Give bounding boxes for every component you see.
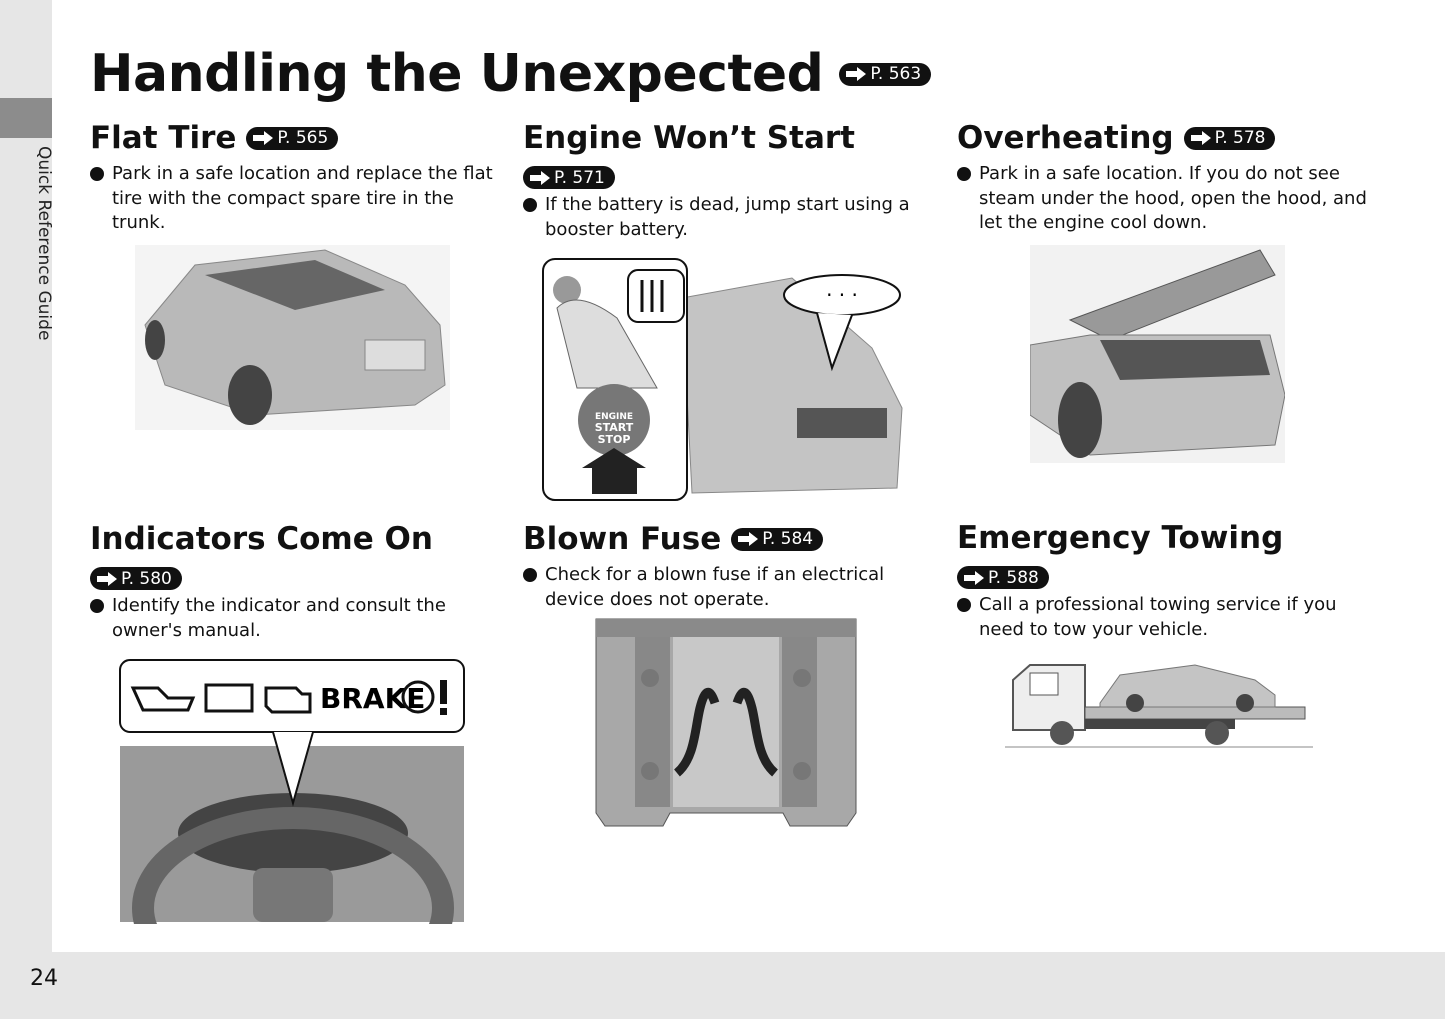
engine-start-illustration: · · · ENGINE START STOP	[542, 258, 903, 501]
section-emergency-towing: Emergency Towing P. 588 Call a professio…	[957, 518, 1367, 642]
speech-text: · · ·	[826, 283, 858, 307]
check-engine-icon	[264, 686, 312, 714]
battery-icon	[204, 683, 254, 713]
bullet-text: Call a professional towing service if yo…	[979, 594, 1337, 640]
section-heading: Emergency Towing	[957, 520, 1284, 556]
section-heading: Indicators Come On	[90, 521, 433, 557]
page-ref-link[interactable]: P. 578	[1183, 126, 1276, 150]
steering-warning-icon	[401, 680, 435, 714]
section-tab[interactable]	[0, 98, 52, 138]
section-overheating: Overheating P. 578 Park in a safe locatio…	[957, 118, 1367, 236]
page-ref-link[interactable]: P. 571	[523, 166, 615, 189]
ref-text: P. 588	[988, 567, 1039, 588]
section-heading: Engine Won’t Start	[523, 120, 855, 156]
arrow-icon	[529, 170, 551, 185]
section-heading: Overheating	[957, 120, 1174, 156]
button-label: STOP	[598, 433, 631, 446]
bullet-icon	[523, 568, 537, 582]
bullet-icon	[90, 599, 104, 613]
page-ref-link[interactable]: P. 588	[957, 566, 1049, 589]
tow-truck-illustration	[1005, 664, 1313, 748]
page-ref-link[interactable]: P. 563	[839, 62, 932, 86]
bullet-icon	[957, 598, 971, 612]
arrow-icon	[252, 131, 274, 145]
bullet-icon	[957, 167, 971, 181]
ref-text: P. 580	[121, 568, 172, 589]
arrow-icon	[1190, 131, 1212, 145]
ref-text: P. 571	[554, 167, 605, 188]
page-title: Handling the Unexpected P. 563	[90, 44, 932, 104]
oil-pressure-icon	[130, 686, 196, 712]
bullet-icon	[90, 167, 104, 181]
bullet-text: Park in a safe location. If you do not s…	[979, 163, 1367, 233]
arrow-icon	[963, 570, 985, 585]
arrow-icon	[737, 532, 759, 546]
section-indicators: Indicators Come On P. 580 Identify the i…	[90, 519, 500, 643]
ref-text: P. 578	[1214, 128, 1266, 148]
footer-bar	[0, 952, 1445, 1019]
page-ref-link[interactable]: P. 580	[90, 567, 182, 590]
section-flat-tire: Flat Tire P. 565 Park in a safe location …	[90, 118, 500, 236]
section-heading: Flat Tire	[90, 120, 237, 156]
fuse-illustration	[595, 618, 857, 827]
section-heading: Blown Fuse	[523, 521, 722, 557]
open-hood-illustration	[1030, 245, 1285, 463]
page-number: 24	[30, 966, 58, 991]
bullet-text: Park in a safe location and replace the …	[112, 163, 493, 233]
bullet-icon	[523, 198, 537, 212]
ref-text: P. 563	[870, 64, 922, 84]
page-ref-link[interactable]: P. 565	[246, 126, 339, 150]
section-blown-fuse: Blown Fuse P. 584 Check for a blown fuse …	[523, 519, 933, 612]
bullet-text: If the battery is dead, jump start using…	[545, 194, 910, 240]
page-title-text: Handling the Unexpected	[90, 44, 824, 104]
page-ref-link[interactable]: P. 584	[731, 527, 824, 551]
car-rear-illustration	[135, 245, 450, 430]
button-label: ENGINE	[595, 412, 633, 422]
bullet-text: Check for a blown fuse if an electrical …	[545, 564, 885, 610]
section-engine-wont-start: Engine Won’t Start P. 571 If the battery…	[523, 118, 933, 242]
sidebar-label: Quick Reference Guide	[34, 146, 54, 341]
dashboard-illustration: BRAKE	[119, 659, 465, 924]
sidebar	[0, 0, 52, 1019]
ref-text: P. 584	[762, 529, 814, 549]
button-label: START	[595, 421, 634, 434]
arrow-icon	[96, 571, 118, 586]
arrow-icon	[845, 67, 867, 81]
ref-text: P. 565	[277, 128, 329, 148]
bullet-text: Identify the indicator and consult the o…	[112, 595, 446, 641]
